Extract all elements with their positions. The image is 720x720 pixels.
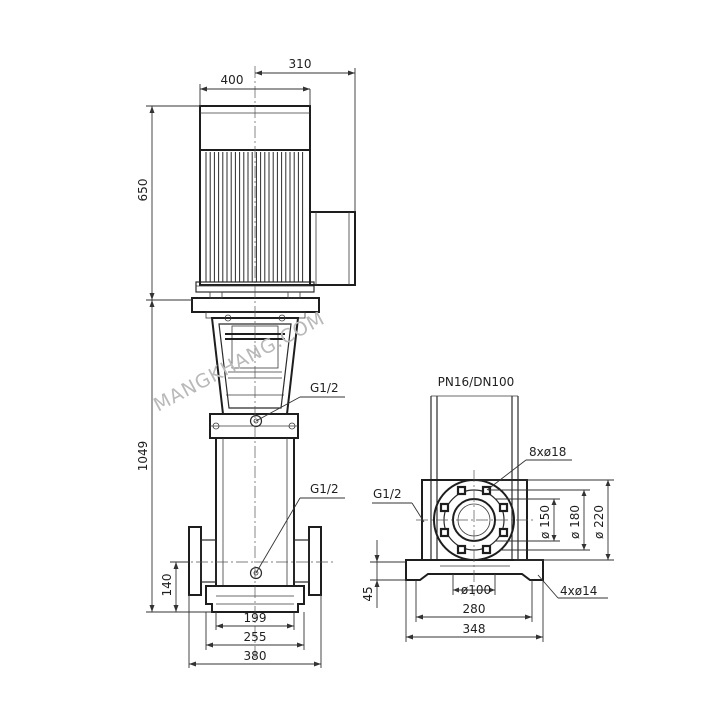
base-height-dimension: 45 — [361, 540, 406, 608]
motor-offset-label: 310 — [289, 57, 312, 71]
base-mid-label: 255 — [244, 630, 267, 644]
bore-diameter-label: ø 150 — [538, 505, 552, 539]
flange-outer-diameter-label: ø 220 — [592, 505, 606, 539]
left-dimensions: 650 1049 140 — [136, 105, 212, 613]
drain-port-leader: G1/2 — [372, 487, 425, 523]
flange-standard-title: PN16/DN100 — [438, 375, 515, 389]
terminal-box — [309, 211, 356, 286]
right-diameters: ø 150 ø 180 ø 220 — [474, 479, 614, 561]
base-inner-label: 199 — [244, 611, 267, 625]
flange-bottom-dimensions: ø100 280 348 — [405, 574, 544, 642]
side-view: 400 310 650 1049 140 — [136, 57, 356, 668]
bottom-dimensions: 199 255 380 — [188, 595, 322, 668]
top-dimensions: 400 310 — [199, 57, 356, 212]
pump-height-label: 1049 — [136, 441, 150, 472]
port-height-label: 140 — [160, 574, 174, 597]
port-leaders: G1/2 G1/2 — [255, 381, 345, 574]
motor-height-label: 650 — [136, 179, 150, 202]
cooling-fins — [205, 152, 304, 282]
base-outer-label: 380 — [244, 649, 267, 663]
foot-holes-label: 4xø14 — [560, 584, 597, 598]
base-height-label: 45 — [361, 586, 375, 601]
bolt-holes-leader: 8xø18 — [486, 445, 572, 491]
lower-port-label: G1/2 — [310, 482, 339, 496]
pipe-diameter-label: ø100 — [461, 583, 491, 597]
upper-port-label: G1/2 — [310, 381, 339, 395]
base-width-label: 348 — [463, 622, 486, 636]
drain-port-label: G1/2 — [373, 487, 402, 501]
foot-spacing-label: 280 — [463, 602, 486, 616]
flange-view: PN16/DN100 — [361, 375, 614, 642]
bolt-holes-label: 8xø18 — [529, 445, 566, 459]
pump-head — [209, 413, 299, 439]
bolt-holes — [439, 485, 509, 555]
flange-base — [405, 559, 544, 581]
port-flanges — [188, 526, 322, 596]
motor-width-label: 400 — [221, 73, 244, 87]
foot-holes-leader: 4xø14 — [537, 574, 608, 599]
bolt-circle-diameter-label: ø 180 — [568, 505, 582, 539]
motor-mount-flange — [191, 291, 320, 319]
